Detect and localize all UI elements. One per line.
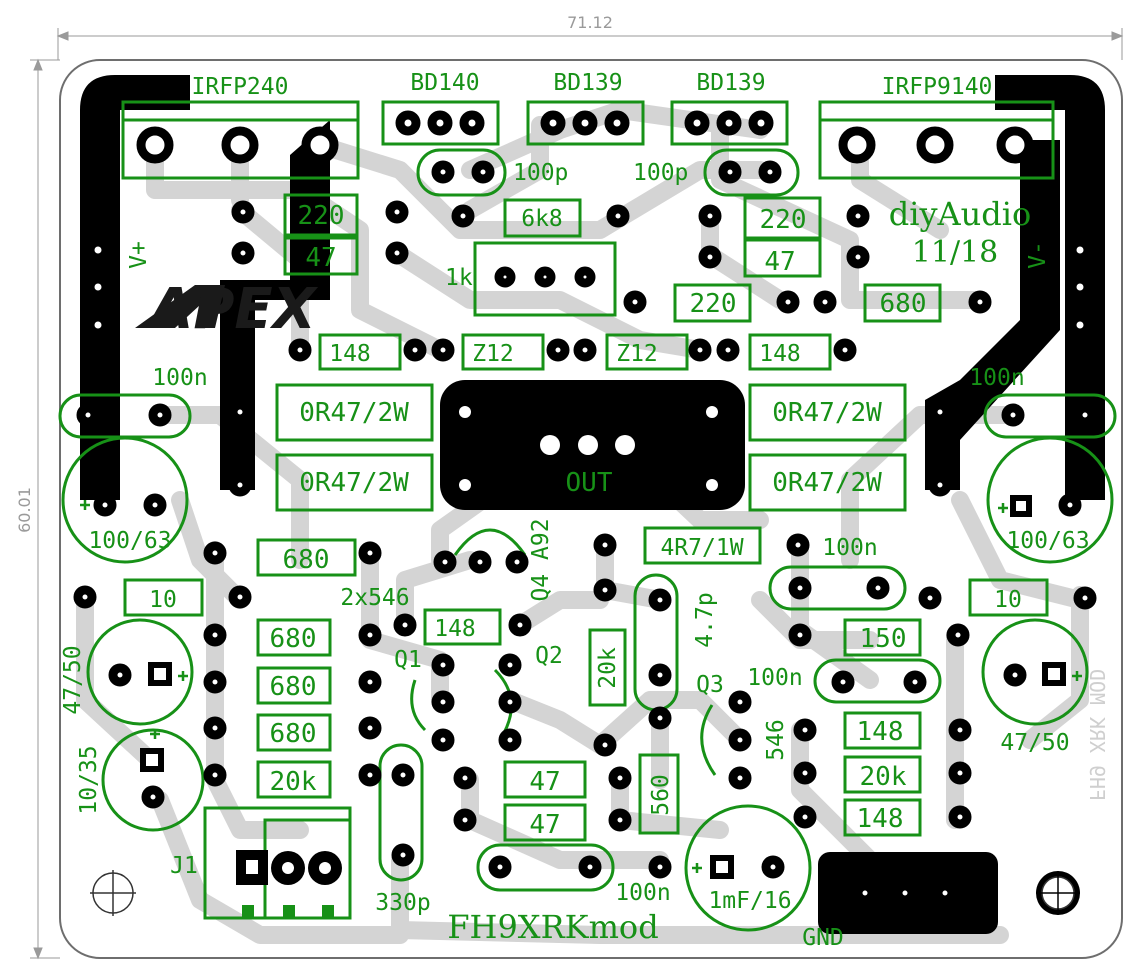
label-diyaudio: diyAudio xyxy=(889,195,1032,233)
label-out: OUT xyxy=(566,468,613,498)
label-vplus: V+ xyxy=(126,241,152,269)
label-r220-tr: 220 xyxy=(760,205,807,235)
label-r148-e: 148 xyxy=(857,804,904,834)
label-irfp240: IRFP240 xyxy=(192,74,289,100)
label-r47-tl: 47 xyxy=(305,243,336,273)
label-r680-right: 680 xyxy=(880,289,927,319)
label-1mf-16: 1mF/16 xyxy=(708,888,791,914)
label-100n-bottom: 100n xyxy=(615,880,670,906)
polarity-marks xyxy=(80,500,1082,873)
label-j1: J1 xyxy=(170,853,198,879)
pads xyxy=(73,110,1097,905)
label-r20k-vertical: 20k xyxy=(595,647,621,689)
label-r560: 560 xyxy=(648,774,674,816)
label-r680-a: 680 xyxy=(283,545,330,575)
label-4p7: 4.7p xyxy=(692,592,718,647)
label-0r47-4: 0R47/2W xyxy=(772,468,882,498)
label-q4-a92: Q4 A92 xyxy=(528,518,554,601)
label-r220-tl: 220 xyxy=(298,201,345,231)
label-pot-1k: 1k xyxy=(445,265,473,291)
label-date: 11/18 xyxy=(912,235,998,270)
silkscreen-details xyxy=(242,905,334,917)
label-r4r7: 4R7/1W xyxy=(660,535,743,561)
label-modname: FH9XRKmod xyxy=(447,908,658,946)
label-z12-a: Z12 xyxy=(472,341,514,367)
label-100p-left: 100p xyxy=(513,160,568,186)
mounting-holes xyxy=(90,870,1080,916)
silkscreen-outlines xyxy=(58,100,1117,932)
label-r10-left: 10 xyxy=(149,587,177,613)
label-q3-546: 546 xyxy=(763,719,789,761)
label-bd139-a: BD139 xyxy=(553,70,622,96)
label-r47-b: 47 xyxy=(529,810,560,840)
label-bd140: BD140 xyxy=(410,70,479,96)
label-r220-mid: 220 xyxy=(690,289,737,319)
label-100-63-left: 100/63 xyxy=(88,528,171,554)
apex-logo-text: APEX xyxy=(146,277,319,342)
label-2x546: 2x546 xyxy=(340,585,409,611)
label-0r47-1: 0R47/2W xyxy=(299,398,409,428)
label-100n-mid: 100n xyxy=(822,535,877,561)
label-modname-mirrored: FH9 XRK MOD xyxy=(1085,669,1109,801)
label-r680-c: 680 xyxy=(270,672,317,702)
label-47-50-right: 47/50 xyxy=(1000,730,1069,756)
label-vminus: V- xyxy=(1025,241,1051,269)
label-r20k-right: 20k xyxy=(860,762,907,792)
label-q2: Q2 xyxy=(535,643,563,669)
label-r10-right: 10 xyxy=(994,587,1022,613)
height-dimension: 60.01 xyxy=(15,487,34,533)
label-100n-q3: 100n xyxy=(747,665,802,691)
label-r20k-left: 20k xyxy=(270,767,317,797)
label-100-63-right: 100/63 xyxy=(1006,528,1089,554)
label-47-50-left: 47/50 xyxy=(60,645,86,714)
label-gnd: GND xyxy=(802,925,844,951)
label-q3: Q3 xyxy=(696,672,724,698)
label-r6k8: 6k8 xyxy=(521,206,563,232)
label-100p-right: 100p xyxy=(633,160,688,186)
label-r150: 150 xyxy=(860,624,907,654)
label-irfp9140: IRFP9140 xyxy=(882,74,993,100)
label-100n-right: 100n xyxy=(969,365,1024,391)
label-100n-left: 100n xyxy=(152,365,207,391)
apex-logo: APEX xyxy=(135,277,319,342)
label-z12-b: Z12 xyxy=(616,341,658,367)
label-r148-c: 148 xyxy=(434,616,476,642)
width-dimension: 71.12 xyxy=(567,13,613,32)
label-bd139-b: BD139 xyxy=(696,70,765,96)
silkscreen-text: IRFP240 BD140 BD139 BD139 IRFP9140 V+ V-… xyxy=(60,70,1109,951)
label-10-35: 10/35 xyxy=(76,745,102,814)
label-r47-a: 47 xyxy=(529,767,560,797)
square-pads xyxy=(140,495,1066,885)
label-r148-a: 148 xyxy=(329,341,371,367)
label-0r47-3: 0R47/2W xyxy=(772,398,882,428)
label-r148-d: 148 xyxy=(857,717,904,747)
label-r680-d: 680 xyxy=(270,719,317,749)
irfp9140-outline xyxy=(818,100,1055,180)
label-r680-b: 680 xyxy=(270,624,317,654)
label-0r47-2: 0R47/2W xyxy=(299,468,409,498)
irfp240-outline xyxy=(121,100,360,180)
label-330p: 330p xyxy=(375,890,430,916)
label-r47-tr: 47 xyxy=(764,247,795,277)
label-q1: Q1 xyxy=(394,647,422,673)
label-r148-b: 148 xyxy=(759,341,801,367)
dimension-lines xyxy=(30,28,1124,960)
